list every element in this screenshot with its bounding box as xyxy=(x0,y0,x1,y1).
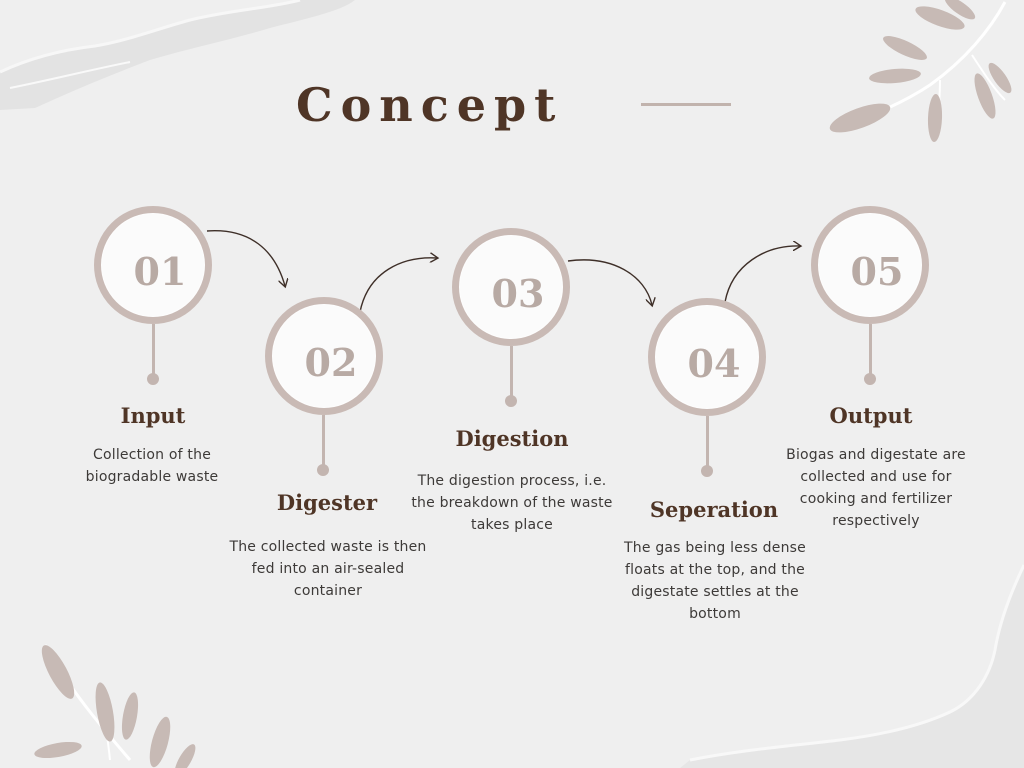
description-line: The digestion process, i.e. xyxy=(417,473,607,489)
step-connector-line xyxy=(869,324,872,376)
step-connector-dot xyxy=(701,465,713,477)
step-connector-line xyxy=(706,416,709,468)
step-description: Collection of the biogradable waste xyxy=(32,444,272,488)
step-description: Biogas and digestate are collected and u… xyxy=(756,444,996,532)
arrow-04-to-05 xyxy=(724,246,800,303)
step-connector-line xyxy=(510,346,513,398)
step-title: Digestion xyxy=(455,426,569,451)
step-number: 01 xyxy=(133,249,187,294)
step-title: Digester xyxy=(276,490,378,515)
description-line: respectively xyxy=(832,513,920,529)
description-line: the breakdown of the waste xyxy=(411,495,613,511)
step-connector-dot xyxy=(147,373,159,385)
step-connector-dot xyxy=(317,464,329,476)
description-line: takes place xyxy=(471,517,553,533)
description-line: bottom xyxy=(689,606,741,622)
step-number: 02 xyxy=(304,340,358,385)
description-line: The collected waste is then xyxy=(229,539,427,555)
arrow-02-to-03 xyxy=(359,258,437,313)
description-line: Biogas and digestate are xyxy=(786,447,966,463)
step-number-circle: 01 xyxy=(94,206,212,324)
description-line: container xyxy=(293,583,363,599)
title-underline-decoration xyxy=(641,103,731,106)
step-number-circle: 05 xyxy=(811,206,929,324)
description-line: biogradable waste xyxy=(85,469,219,485)
description-line: cooking and fertilizer xyxy=(799,491,953,507)
arrow-01-to-02 xyxy=(206,230,285,286)
step-title: Seperation xyxy=(649,497,779,522)
description-line: digestate settles at the xyxy=(631,584,799,600)
step-title: Input xyxy=(120,403,186,428)
slide-title: Concept xyxy=(296,78,564,132)
step-number: 05 xyxy=(850,249,904,294)
description-line: The gas being less dense xyxy=(624,540,806,556)
step-title: Output xyxy=(829,403,913,428)
arrow-03-to-04 xyxy=(567,259,652,305)
step-connector-line xyxy=(322,415,325,467)
step-description: The collected waste is then fed into an … xyxy=(208,536,448,602)
description-line: floats at the top, and the xyxy=(625,562,805,578)
step-description: The digestion process, i.e. the breakdow… xyxy=(392,470,632,536)
description-line: fed into an air-sealed xyxy=(251,561,405,577)
step-number-circle: 03 xyxy=(452,228,570,346)
step-connector-dot xyxy=(505,395,517,407)
step-number: 03 xyxy=(491,271,545,316)
description-line: collected and use for xyxy=(800,469,952,485)
step-connector-line xyxy=(152,324,155,376)
step-connector-dot xyxy=(864,373,876,385)
step-number-circle: 02 xyxy=(265,297,383,415)
step-number-circle: 04 xyxy=(648,298,766,416)
step-number: 04 xyxy=(687,341,741,386)
step-description: The gas being less dense floats at the t… xyxy=(595,537,835,625)
description-line: Collection of the xyxy=(92,447,212,463)
